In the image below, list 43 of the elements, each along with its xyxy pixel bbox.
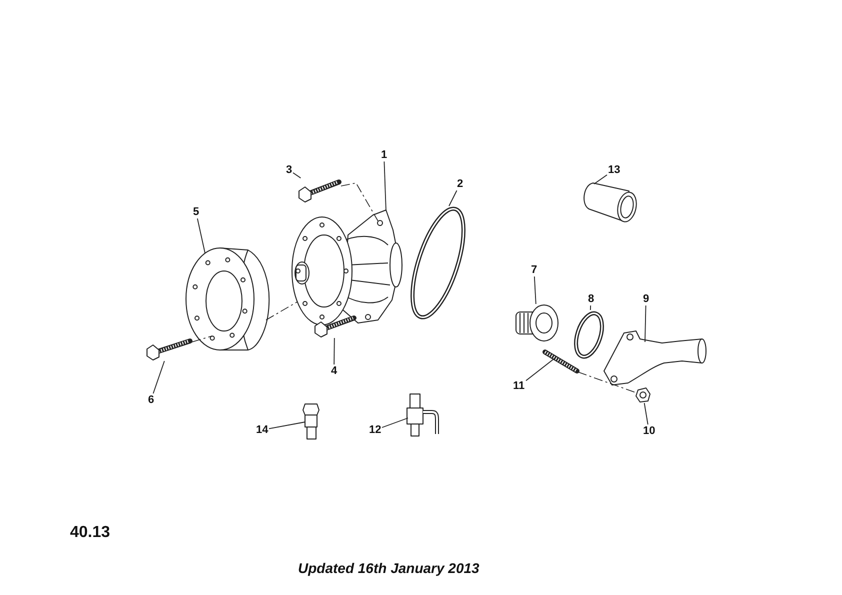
callout-number: 8 <box>588 292 594 306</box>
callout-number: 7 <box>531 264 538 276</box>
callout-number: 6 <box>148 394 154 406</box>
bolt-drawing <box>145 337 192 361</box>
leader-line <box>644 402 648 425</box>
leader-line <box>534 276 536 304</box>
centre-line <box>578 372 638 394</box>
callout-number: 4 <box>331 364 338 378</box>
leader-line <box>196 218 206 254</box>
leader-line <box>448 190 458 206</box>
leader-line <box>384 161 386 212</box>
sheet-number: 40.13 <box>70 524 110 542</box>
leader-line <box>526 358 556 382</box>
centre-line <box>340 182 378 222</box>
union-drawing <box>404 392 442 438</box>
centre-line <box>192 336 212 342</box>
adaptor-drawing <box>300 402 322 440</box>
centre-line <box>266 302 298 320</box>
callout-number: 9 <box>643 292 650 306</box>
callout-number: 10 <box>643 424 656 438</box>
leader-line <box>152 360 165 394</box>
callout-number: 3 <box>286 164 292 176</box>
leader-line <box>594 174 608 184</box>
thermostat-drawing <box>514 304 560 342</box>
leader-line <box>292 172 302 178</box>
callout-number: 5 <box>193 206 200 218</box>
callout-number: 2 <box>457 178 464 190</box>
stud-drawing <box>542 349 580 374</box>
callout-number: 12 <box>369 424 382 436</box>
bolt-drawing <box>313 314 356 338</box>
leader-line <box>268 422 306 430</box>
leader-line <box>382 418 408 428</box>
nut-drawing <box>635 387 651 403</box>
leader-line <box>590 305 592 310</box>
callout-number: 1 <box>381 148 388 162</box>
callout-number: 13 <box>608 164 620 176</box>
bolt-drawing <box>297 178 341 203</box>
callout-number: 14 <box>256 424 268 436</box>
leader-line <box>644 305 646 342</box>
seal-drawing <box>573 310 605 360</box>
leader-line <box>334 338 335 365</box>
update-note: Updated 16th January 2013 <box>298 560 480 576</box>
callout-number: 11 <box>513 380 525 392</box>
